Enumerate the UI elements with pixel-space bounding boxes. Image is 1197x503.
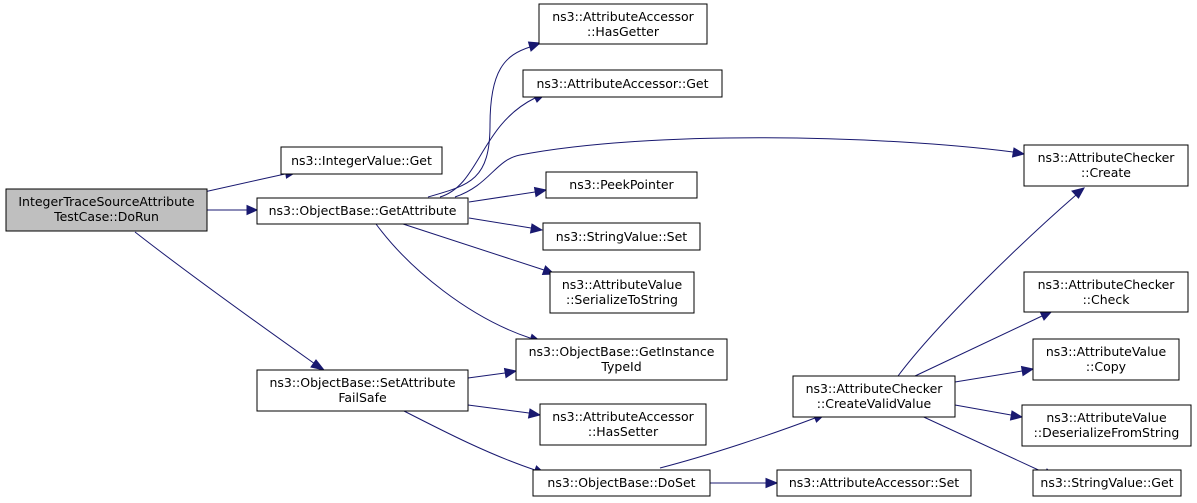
node-string-value-get[interactable]: ns3::StringValue::Get [1032,469,1182,497]
edge-createvalid-to-chkcreate [897,187,1085,377]
edge-getattr-to-strset [468,217,544,234]
node-label-line: ns3::StringValue::Get [1040,475,1173,490]
node-label-line: ns3::AttributeValue [562,277,683,292]
node-label-line: ns3::AttributeValue [1046,344,1167,359]
nodes-layer: IntegerTraceSourceAttribute TestCase::Do… [5,3,1192,497]
node-label-line: ::HasGetter [587,24,660,39]
edge-run-to-getattr [207,204,259,216]
node-label-line: TypeId [600,359,641,374]
node-attribute-value-serialize-to-string[interactable]: ns3::AttributeValue ::SerializeToString [549,271,695,314]
node-attribute-accessor-set[interactable]: ns3::AttributeAccessor::Set [776,469,972,497]
node-label-line: ns3::IntegerValue::Get [291,153,432,168]
node-attribute-accessor-has-getter[interactable]: ns3::AttributeAccessor ::HasGetter [538,3,708,45]
node-label-line: ::CreateValidValue [817,396,932,411]
node-attribute-checker-create[interactable]: ns3::AttributeChecker ::Create [1023,144,1189,187]
node-integer-value-get[interactable]: ns3::IntegerValue::Get [280,146,443,175]
node-label-line: ns3::AttributeChecker [1038,150,1176,165]
node-label-line: ::HasSetter [588,424,659,439]
edge-setattrfs-to-hassetter [467,404,542,419]
edge-createvalid-to-copy [954,365,1035,383]
edge-setattrfs-to-doset [403,410,547,476]
node-label-line: ns3::ObjectBase::DoSet [547,475,695,490]
node-label-line: ::Copy [1086,359,1127,374]
node-object-base-get-instance-type-id[interactable]: ns3::ObjectBase::GetInstance TypeId [515,338,728,381]
edge-getattr-to-chkcreate [454,137,1026,198]
node-label-line: ns3::AttributeAccessor [552,409,694,424]
node-integer-trace-source-attribute-test-case-dorun[interactable]: IntegerTraceSourceAttribute TestCase::Do… [5,188,208,232]
node-string-value-set[interactable]: ns3::StringValue::Set [542,222,701,251]
node-label-line: ns3::ObjectBase::GetInstance [529,344,715,359]
node-object-base-set-attribute-fail-safe[interactable]: ns3::ObjectBase::SetAttribute FailSafe [256,369,469,412]
node-label-line: ::Check [1083,292,1131,307]
node-label-line: ::DeserializeFromString [1034,425,1180,440]
edge-getattr-to-hasgetter [427,41,542,198]
node-label-line: ns3::StringValue::Set [556,229,687,244]
edge-getattr-to-peek [468,186,548,203]
edge-createvalid-to-deser [954,404,1024,421]
node-label-line: ns3::AttributeAccessor::Get [536,76,708,91]
node-label-line: ns3::AttributeAccessor::Set [789,475,959,490]
node-attribute-checker-check[interactable]: ns3::AttributeChecker ::Check [1023,271,1189,313]
node-label-line: ns3::ObjectBase::GetAttribute [269,203,457,218]
edge-doset-to-accset [710,477,779,489]
node-label-line: TestCase::DoRun [53,209,159,224]
node-object-base-get-attribute[interactable]: ns3::ObjectBase::GetAttribute [256,197,469,225]
node-label-line: ns3::AttributeChecker [806,381,944,396]
edge-run-to-setattrfs [134,231,326,371]
node-label-line: FailSafe [338,390,387,405]
node-attribute-accessor-has-setter[interactable]: ns3::AttributeAccessor ::HasSetter [539,403,707,446]
node-object-base-do-set[interactable]: ns3::ObjectBase::DoSet [532,469,711,497]
node-label-line: ns3::AttributeAccessor [552,9,694,24]
node-label-line: IntegerTraceSourceAttribute [18,194,195,209]
edge-createvalid-to-check [914,310,1054,377]
edge-getattr-to-accget [439,93,547,198]
node-attribute-value-deserialize-from-string[interactable]: ns3::AttributeValue ::DeserializeFromStr… [1021,404,1192,447]
edge-setattrfs-to-getinst [467,367,518,379]
node-attribute-value-copy[interactable]: ns3::AttributeValue ::Copy [1032,338,1180,381]
node-attribute-accessor-get[interactable]: ns3::AttributeAccessor::Get [522,69,723,98]
node-label-line: ::Create [1081,165,1131,180]
node-label-line: ns3::AttributeChecker [1038,277,1176,292]
edges-layer [134,41,1085,489]
node-attribute-checker-create-valid-value[interactable]: ns3::AttributeChecker ::CreateValidValue [792,375,956,418]
node-peek-pointer[interactable]: ns3::PeekPointer [545,171,698,199]
node-label-line: ::SerializeToString [566,292,678,307]
node-label-line: ns3::ObjectBase::SetAttribute [269,375,455,390]
node-label-line: ns3::AttributeValue [1046,410,1167,425]
node-label-line: ns3::PeekPointer [569,177,674,192]
